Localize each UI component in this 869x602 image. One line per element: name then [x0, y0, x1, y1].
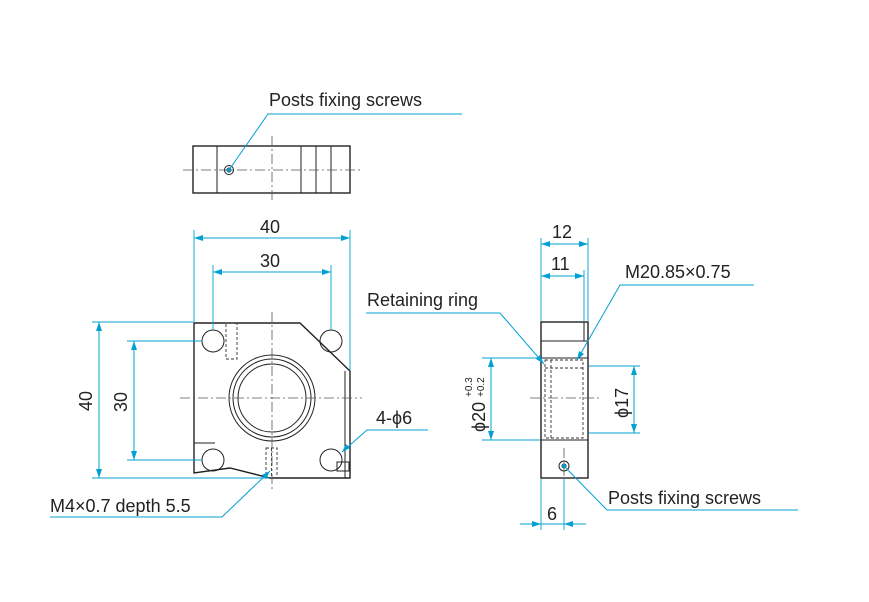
dim-side-11: 11	[551, 254, 570, 274]
side-view-screws-label: Posts fixing screws	[608, 488, 761, 508]
dim-bore-17: ϕ17	[612, 388, 632, 418]
dim-bore-tol-upper: +0.3	[464, 377, 475, 397]
top-view-screws-label: Posts fixing screws	[269, 90, 422, 110]
dim-side-12: 12	[552, 222, 572, 242]
tap-hole-label: M4×0.7 depth 5.5	[50, 496, 191, 516]
front-view-body	[193, 322, 351, 479]
dim-height-30: 30	[111, 392, 131, 412]
top-view-body	[192, 145, 351, 194]
dim-width-30: 30	[260, 251, 280, 271]
dim-bore-20: ϕ20	[469, 402, 489, 432]
dim-screw-offset-6: 6	[547, 504, 557, 524]
dim-bore-tol-lower: +0.2	[476, 377, 487, 397]
dim-height-40: 40	[76, 391, 96, 411]
dim-width-40: 40	[260, 217, 280, 237]
top-view: Posts fixing screws	[183, 90, 462, 203]
screw-head-icon	[224, 165, 234, 175]
mount-hole	[319, 448, 343, 472]
front-view: 40 30 40 30 4-ϕ6 M4×0.7 depth 5.5	[50, 217, 428, 518]
mount-holes-label: 4-ϕ6	[376, 408, 412, 428]
retaining-ring-label: Retaining ring	[367, 290, 478, 310]
side-view-body	[540, 321, 589, 479]
thread-label: M20.85×0.75	[625, 262, 731, 282]
side-view: 12 11 M20.85×0.75 Retaining ring ϕ20 +0.…	[366, 222, 798, 530]
mount-hole	[319, 329, 343, 353]
